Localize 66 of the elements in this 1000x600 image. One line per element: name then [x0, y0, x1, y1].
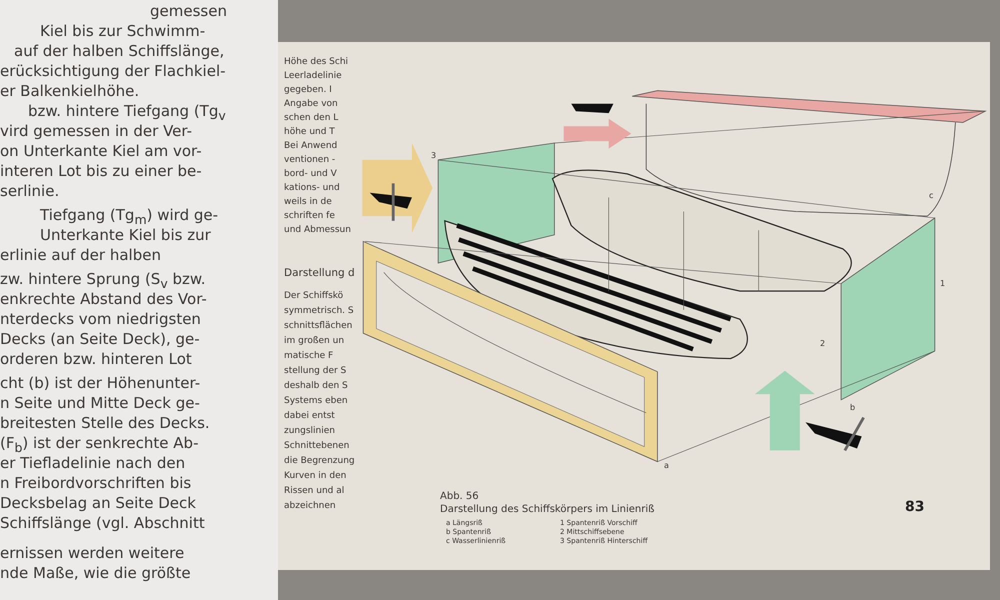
body-text: schnittsflächen [284, 322, 352, 331]
body-text: kations- und [284, 184, 340, 193]
body-text: on Unterkante Kiel am vor- [0, 144, 202, 159]
body-text: Kurven in den [284, 472, 346, 481]
body-text: erücksichtigung der Flachkiel- [0, 64, 226, 79]
body-text: Tiefgang (Tg$_{m}$) wird ge- [40, 208, 218, 226]
body-text: nterdecks vom niedrigsten [0, 312, 201, 327]
callout-letter: b [850, 404, 856, 412]
body-text: Der Schiffskö [284, 292, 344, 301]
body-text: Bei Anwend [284, 142, 338, 151]
body-text: nde Maße, wie die größte [0, 566, 191, 581]
body-text: schen den L [284, 114, 338, 123]
body-text: symmetrisch. S [284, 307, 354, 316]
body-text: (F$_{b}$) ist der senkrechte Ab- [0, 436, 198, 454]
section-heading: Darstellung d [284, 268, 355, 278]
body-text: er Balkenkielhöhe. [0, 84, 140, 99]
callout-letter: 1 [940, 280, 946, 288]
body-text: die Begrenzung [284, 457, 355, 466]
figure-number: Abb. 56 [440, 492, 479, 502]
body-text: erlinie auf der halben [0, 248, 161, 263]
body-text: vird gemessen in der Ver- [0, 124, 192, 139]
body-text: Kiel bis zur Schwimm- [40, 24, 206, 39]
body-text: n Seite und Mitte Deck ge- [0, 396, 200, 411]
body-text: matische F [284, 352, 334, 361]
page-number: 83 [905, 500, 924, 514]
body-text: auf der halben Schiffslänge, [14, 44, 224, 59]
body-text: n Freibordvorschriften bis [0, 476, 192, 491]
body-text: Leerladelinie [284, 72, 342, 81]
body-text: gemessen [150, 4, 227, 19]
body-text: bord- und V [284, 170, 337, 179]
body-text: gegeben. I [284, 86, 332, 95]
body-text: ventionen - [284, 156, 336, 165]
body-text: Decks (an Seite Deck), ge- [0, 332, 200, 347]
body-text: stellung der S [284, 367, 346, 376]
body-text: Rissen und al [284, 487, 344, 496]
body-text: enkrechte Abstand des Vor- [0, 292, 207, 307]
body-text: Schnittebenen [284, 442, 350, 451]
callout-letter: c [929, 192, 934, 200]
body-text: Angabe von [284, 100, 338, 109]
body-text: und Abmessun [284, 226, 351, 235]
body-text: zungslinien [284, 427, 335, 436]
body-text: zw. hintere Sprung (S$_{v}$ bzw. [0, 272, 206, 290]
body-text: Unterkante Kiel bis zur [40, 228, 211, 243]
figure-caption: Darstellung des Schiffskörpers im Linienriß [440, 505, 654, 515]
body-text: abzeichnen [284, 502, 336, 511]
body-text: orderen bzw. hinteren Lot [0, 352, 192, 367]
body-text: dabei entst [284, 412, 335, 421]
body-text: Höhe des Schi [284, 58, 348, 67]
body-text: im großen un [284, 337, 344, 346]
body-text: bzw. hintere Tiefgang (Tg$_{v}$ [28, 104, 226, 122]
body-text: weils in de [284, 198, 332, 207]
body-text: ernissen werden weitere [0, 546, 184, 561]
body-text: höhe und T [284, 128, 335, 137]
body-text: deshalb den S [284, 382, 348, 391]
callout-letter: 2 [820, 340, 826, 348]
body-text: Decksbelag an Seite Deck [0, 496, 196, 511]
body-text: Schiffslänge (vgl. Abschnitt [0, 516, 205, 531]
body-text: er Tiefladelinie nach den [0, 456, 186, 471]
body-text: serlinie. [0, 184, 60, 199]
body-text: interen Lot bis zu einer be- [0, 164, 202, 179]
callout-letter: a [664, 462, 669, 470]
body-text: breitesten Stelle des Decks. [0, 416, 210, 431]
body-text: schriften fe [284, 212, 335, 221]
body-text: cht (b) ist der Höhenunter- [0, 376, 200, 391]
callout-letter: 3 [431, 152, 436, 160]
body-text: Systems eben [284, 397, 348, 406]
